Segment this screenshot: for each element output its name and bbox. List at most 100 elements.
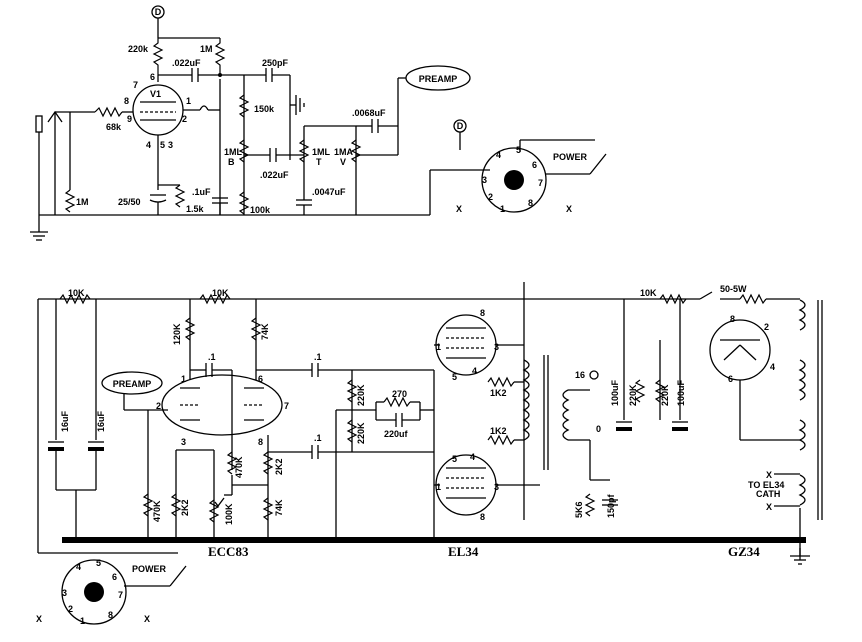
svg-text:5: 5 xyxy=(452,372,457,382)
svg-text:X: X xyxy=(766,502,772,512)
resistor-5k6 xyxy=(584,493,596,517)
power-label-top: POWER xyxy=(553,152,588,162)
resistor-470k-a xyxy=(142,493,154,517)
power-label-bottom: POWER xyxy=(132,564,167,574)
resistor-220k xyxy=(152,38,164,75)
svg-text:16uF: 16uF xyxy=(96,410,106,432)
svg-text:.1: .1 xyxy=(314,433,322,443)
svg-text:7: 7 xyxy=(538,178,543,188)
resistor-220k-c xyxy=(634,379,646,403)
socket-key-icon-bottom xyxy=(84,582,104,602)
svg-text:4: 4 xyxy=(146,140,151,150)
resistor-74k-a xyxy=(250,317,262,341)
svg-text:8: 8 xyxy=(108,610,113,620)
power-socket-bottom xyxy=(61,559,127,625)
resistor-74k-b xyxy=(262,497,274,521)
svg-text:X: X xyxy=(36,614,42,624)
svg-text:3: 3 xyxy=(482,175,487,185)
svg-text:100K: 100K xyxy=(224,503,234,525)
tube-label-gz34: GZ34 xyxy=(728,544,760,559)
resistor-220k-b xyxy=(346,419,358,443)
resistor-150k-label: 150k xyxy=(254,104,275,114)
pot-1ml-treble xyxy=(298,139,310,163)
fuse-switch[interactable] xyxy=(699,291,713,300)
svg-text:220K: 220K xyxy=(356,384,366,406)
resistor-50-5w xyxy=(739,293,767,305)
tube-el34-upper xyxy=(435,314,497,376)
svg-text:1K2: 1K2 xyxy=(490,388,507,398)
resistor-100k xyxy=(238,191,250,215)
svg-text:6: 6 xyxy=(728,374,733,384)
svg-text:.1: .1 xyxy=(208,352,216,362)
svg-text:10K: 10K xyxy=(68,288,85,298)
svg-text:470K: 470K xyxy=(234,456,244,478)
svg-text:9: 9 xyxy=(127,114,132,124)
svg-text:4: 4 xyxy=(496,150,501,160)
svg-text:8: 8 xyxy=(258,437,263,447)
svg-text:2: 2 xyxy=(68,604,73,614)
power-switch-top[interactable] xyxy=(589,153,607,175)
output-tap-16-jack[interactable] xyxy=(589,370,599,380)
resistor-68k-label: 68k xyxy=(106,122,122,132)
svg-text:D: D xyxy=(457,121,464,131)
svg-text:.1: .1 xyxy=(314,352,322,362)
input-jack[interactable] xyxy=(35,115,43,133)
svg-text:6: 6 xyxy=(112,572,117,582)
pot-1ml-bass xyxy=(238,139,250,163)
svg-text:6: 6 xyxy=(258,374,263,384)
cap-0047-label: .0047uF xyxy=(312,187,346,197)
resistor-1-5k-label: 1.5k xyxy=(186,204,205,214)
resistor-270 xyxy=(383,396,411,408)
cap-022-b-label: .022uF xyxy=(260,170,289,180)
d-terminal-label: D xyxy=(155,7,162,17)
resistor-1m xyxy=(214,38,226,75)
svg-text:2K2: 2K2 xyxy=(274,458,284,475)
power-switch-bottom[interactable] xyxy=(169,565,187,587)
tube-el34-lower xyxy=(435,454,497,516)
pot-1ma-volume xyxy=(350,139,362,163)
svg-text:1: 1 xyxy=(181,374,186,384)
resistor-220k-a xyxy=(346,379,358,403)
cap-022-a-label: .022uF xyxy=(172,58,201,68)
svg-text:1: 1 xyxy=(186,96,191,106)
cap-1uf-label: .1uF xyxy=(192,187,211,197)
svg-text:4: 4 xyxy=(470,452,475,462)
resistor-220k-label: 220k xyxy=(128,44,149,54)
svg-text:3: 3 xyxy=(62,588,67,598)
svg-text:10K: 10K xyxy=(640,288,657,298)
svg-text:1: 1 xyxy=(80,616,85,626)
svg-text:6: 6 xyxy=(532,160,537,170)
cap-25-50-label: 25/50 xyxy=(118,197,141,207)
tube-label-el34: EL34 xyxy=(448,544,479,559)
svg-text:220K: 220K xyxy=(660,384,670,406)
resistor-2k2-b xyxy=(262,451,274,475)
svg-text:3: 3 xyxy=(494,482,499,492)
svg-text:74K: 74K xyxy=(274,499,284,516)
power-transformer-hv xyxy=(798,299,806,331)
svg-text:8: 8 xyxy=(730,314,735,324)
svg-text:5: 5 xyxy=(516,145,521,155)
svg-text:150pf: 150pf xyxy=(606,493,616,518)
svg-text:220K: 220K xyxy=(628,384,638,406)
svg-text:3: 3 xyxy=(494,342,499,352)
preamp-section: D 220k 1M .022uF 250pF 150k xyxy=(30,5,607,241)
svg-text:100uF: 100uF xyxy=(610,379,620,406)
svg-text:120K: 120K xyxy=(172,323,182,345)
svg-text:2: 2 xyxy=(182,114,187,124)
svg-text:220uf: 220uf xyxy=(384,429,409,439)
svg-text:470K: 470K xyxy=(152,500,162,522)
svg-text:X: X xyxy=(566,204,572,214)
svg-text:1: 1 xyxy=(436,342,441,352)
resistor-2k2-a xyxy=(170,493,182,517)
svg-text:5: 5 xyxy=(160,140,165,150)
resistor-1k2-a xyxy=(487,376,515,388)
resistor-1m-label: 1M xyxy=(200,44,213,54)
resistor-1k2-b xyxy=(487,434,515,446)
svg-text:270: 270 xyxy=(392,389,407,399)
svg-text:5: 5 xyxy=(452,454,457,464)
resistor-120k xyxy=(184,317,196,341)
output-transformer-primary xyxy=(522,359,530,441)
svg-text:8: 8 xyxy=(528,198,533,208)
